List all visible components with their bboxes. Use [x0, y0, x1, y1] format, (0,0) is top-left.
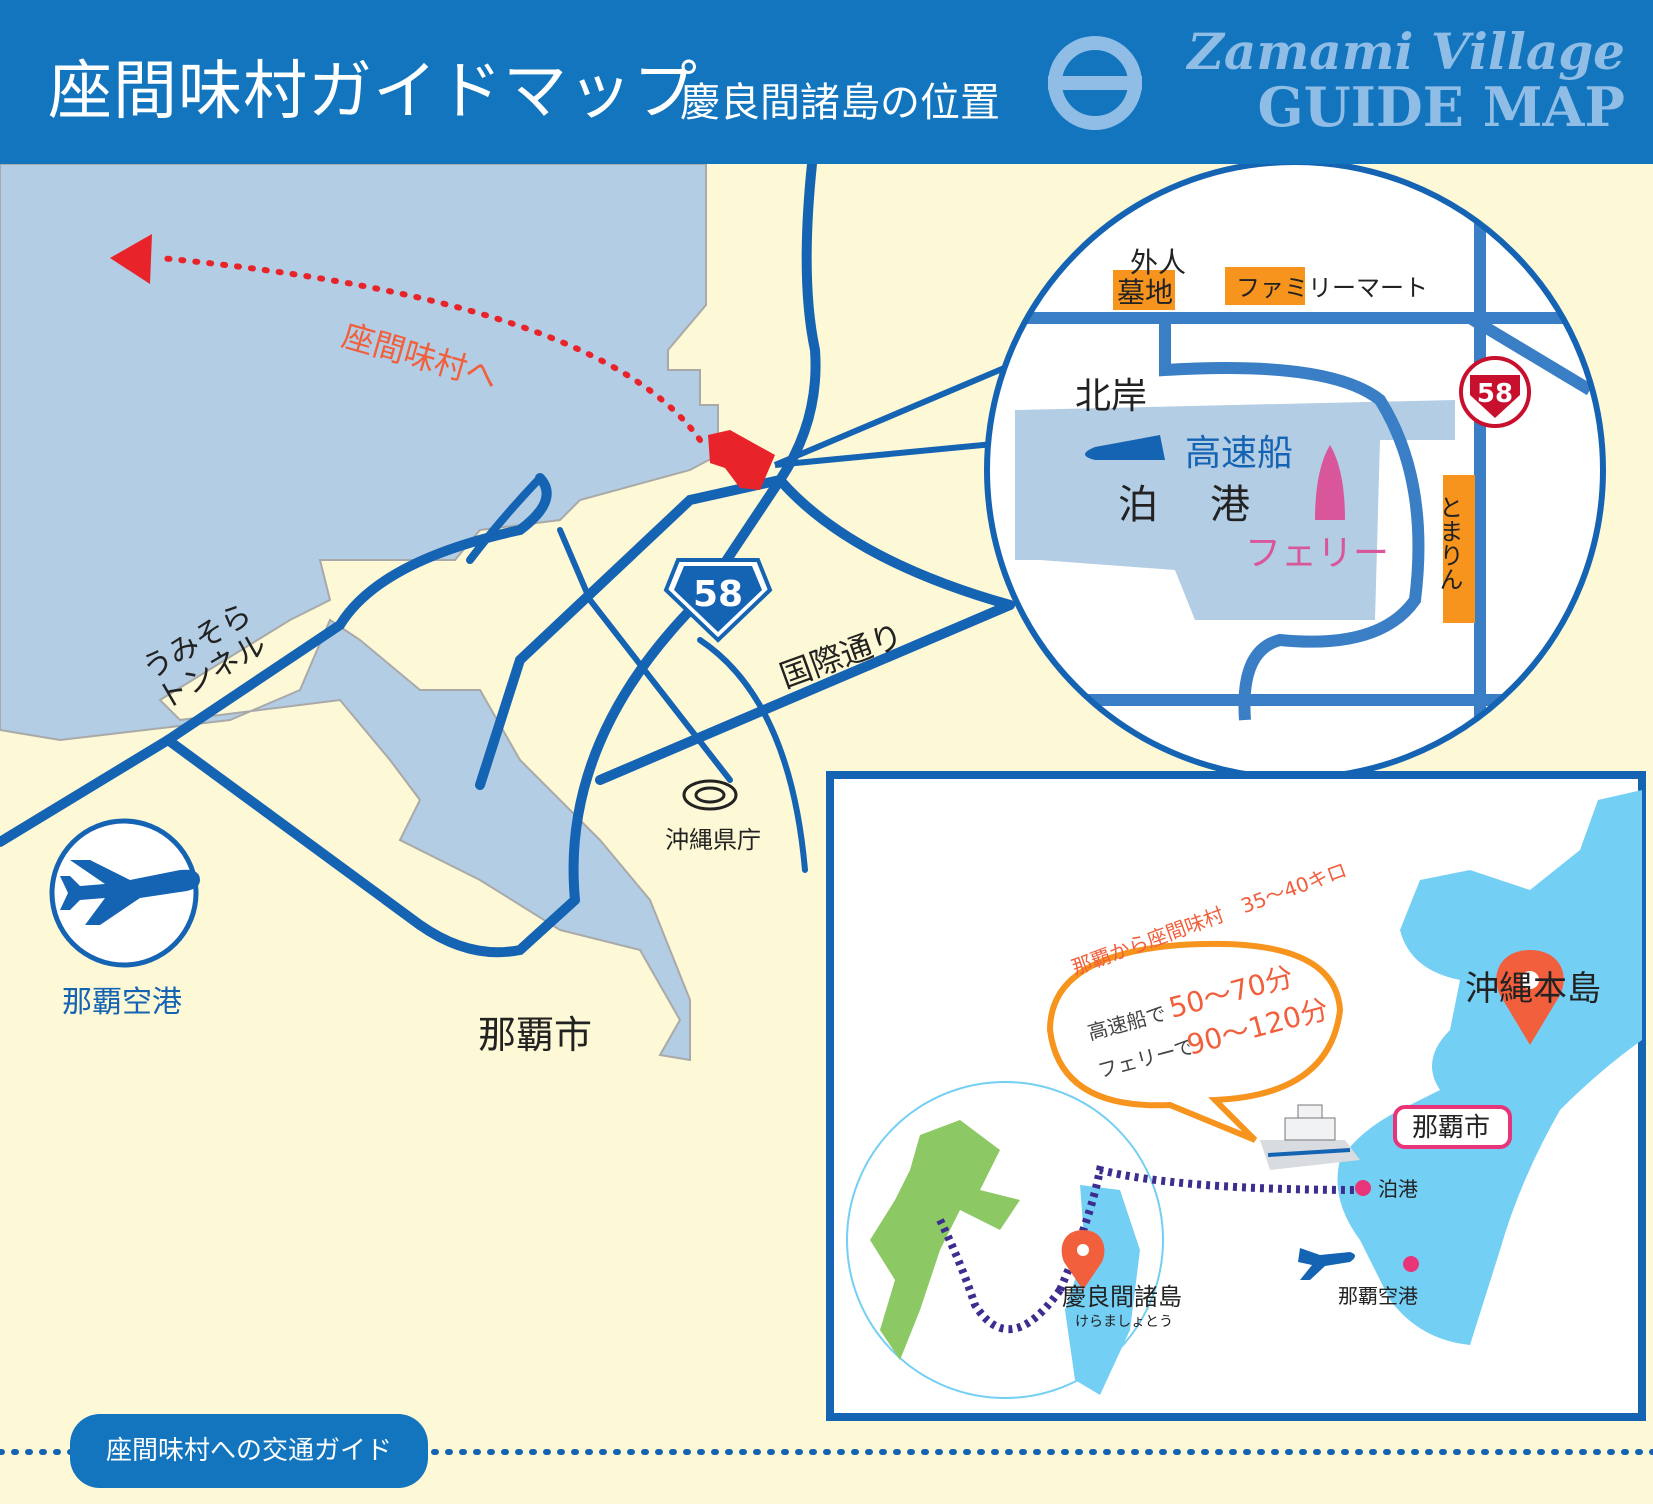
- inset-hotel: とまりん: [1435, 495, 1463, 591]
- route-58-shield: [663, 558, 773, 643]
- region-kerama: 慶良間諸島: [1062, 1283, 1182, 1311]
- airplane-icon: [60, 860, 200, 925]
- inset-route-shield: 58: [1477, 379, 1513, 409]
- inset-port-1: 泊: [1118, 482, 1158, 528]
- brand-line-2: GUIDE MAP: [1257, 74, 1625, 139]
- route-arrowhead: [110, 234, 152, 284]
- inset-port-2: 港: [1210, 482, 1250, 528]
- inset-label-1: 外人: [1130, 246, 1186, 279]
- region-port: 泊港: [1378, 1177, 1418, 1201]
- region-main-island: 沖縄本島: [1465, 969, 1601, 1009]
- airport-label: 那覇空港: [62, 985, 182, 1020]
- road-network: [0, 159, 1015, 958]
- route-dotted-path: [157, 255, 703, 443]
- ferry-icon: [1315, 445, 1345, 520]
- village-logo-icon: [1048, 36, 1142, 130]
- region-airport: 那覇空港: [1338, 1284, 1418, 1308]
- detail-inset: [984, 159, 1606, 781]
- landmark-label: 沖縄県庁: [665, 826, 761, 854]
- inset-fast-boat: 高速船: [1185, 433, 1293, 474]
- city-label: 那覇市: [478, 1013, 592, 1057]
- inset-ferry: フェリー: [1245, 533, 1389, 574]
- brand-line-1: Zamami Village: [1187, 22, 1625, 81]
- region-naha-city: 那覇市: [1412, 1113, 1490, 1143]
- boat-icon: [1085, 435, 1165, 460]
- page-subtitle: 慶良間諸島の位置: [680, 80, 1000, 126]
- region-inset: [826, 771, 1646, 1421]
- map-pin-icon: [1496, 950, 1564, 1045]
- page-title: 座間味村ガイドマップ: [48, 55, 698, 129]
- speech-bubble: [1046, 940, 1344, 1143]
- brand-logo: Zamami Village GUIDE MAP: [1187, 22, 1625, 139]
- route-shield-label: 58: [693, 574, 743, 615]
- transport-guide-button[interactable]: 座間味村への交通ガイド: [70, 1414, 428, 1488]
- map-pin-icon-kerama: [1061, 1230, 1105, 1290]
- inset-store: ファミリーマート: [1236, 274, 1428, 302]
- ferry-ship-icon: [1260, 1104, 1360, 1170]
- airplane-icon-small: [1298, 1248, 1355, 1280]
- inset-area: 北岸: [1075, 376, 1147, 417]
- header-bar: 座間味村ガイドマップ 慶良間諸島の位置 Zamami Village GUIDE…: [0, 0, 1653, 164]
- sea-area: [0, 163, 719, 1062]
- government-office-icon: [682, 779, 738, 811]
- route-58-shield-inset: [1459, 356, 1531, 428]
- inset-label-2: 墓地: [1117, 276, 1173, 309]
- region-kerama-reading: けらましょとう: [1075, 1314, 1173, 1330]
- tomari-port-marker: [708, 430, 775, 490]
